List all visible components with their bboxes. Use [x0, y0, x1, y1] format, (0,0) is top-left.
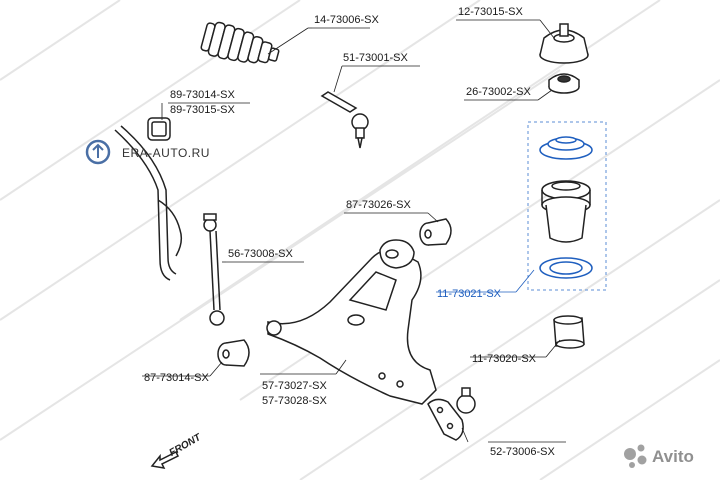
label-boot: 14-73006-SX — [314, 14, 379, 26]
label-ball-joint: 52-73006-SX — [490, 446, 555, 458]
label-tie-rod-end: 51-73001-SX — [343, 52, 408, 64]
label-repair-kit: 11-73021-SX — [437, 288, 502, 300]
boot-part — [200, 21, 280, 64]
stabilizer-link-part — [203, 213, 225, 326]
rear-arm-bushing-part — [217, 339, 250, 367]
stabilizer-bar-part — [114, 117, 183, 281]
front-arrow-icon — [150, 450, 180, 469]
control-arm-part — [266, 239, 437, 405]
ball-joint-part — [427, 387, 476, 441]
tie-rod-end-part — [320, 91, 369, 149]
label-stab-bush-1: 89-73014-SX — [170, 89, 235, 101]
label-strut-mount: 12-73015-SX — [458, 6, 523, 18]
repair-kit-upper-seat — [539, 136, 593, 160]
repair-kit-bump-stop — [541, 180, 591, 243]
avito-watermark: Avito — [652, 447, 694, 466]
label-control-arm-1: 57-73027-SX — [262, 380, 327, 392]
label-arm-bush-front: 87-73026-SX — [346, 199, 411, 211]
front-arm-bushing-part — [419, 218, 452, 246]
rear-bushing-part — [553, 315, 585, 349]
era-logo-icon — [85, 139, 111, 165]
label-stab-bush-2: 89-73015-SX — [170, 104, 235, 116]
site-url: ERA-AUTO.RU — [122, 146, 210, 160]
bearing-part — [548, 73, 580, 94]
label-control-arm-2: 57-73028-SX — [262, 395, 327, 407]
avito-logo-icon — [624, 444, 647, 468]
strut-mount-part — [539, 23, 589, 64]
repair-kit-box — [527, 121, 607, 291]
label-bearing: 26-73002-SX — [466, 86, 531, 98]
label-rear-bush: 11-73020-SX — [472, 353, 537, 365]
label-stab-link: 56-73008-SX — [228, 248, 293, 260]
repair-kit-lower-seat — [539, 257, 593, 279]
label-leaders — [142, 19, 566, 443]
label-arm-bush-rear: 87-73014-SX — [144, 372, 209, 384]
